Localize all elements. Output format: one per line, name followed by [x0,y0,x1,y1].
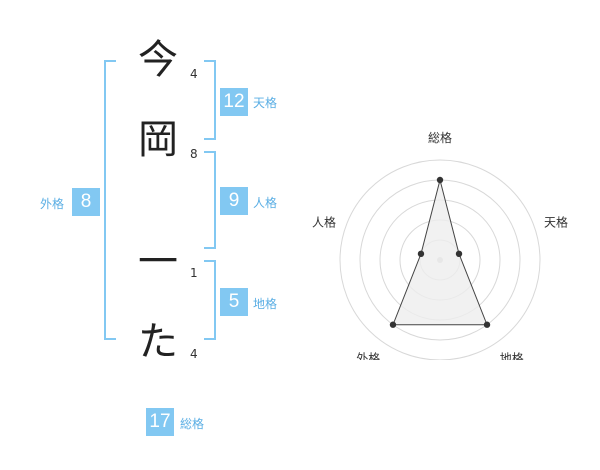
radar-series-polygon [392,179,488,326]
radar-point-5 [417,250,425,258]
radar-axis-label-4: 外格 [356,351,380,360]
tenkaku-value: 12 [220,88,248,116]
chikaku-label: 地格 [253,297,278,311]
jinkaku-label: 人格 [253,196,278,210]
soukaku-label: 総格 [180,417,205,431]
name-char-3: 一 [138,239,178,285]
radar-ring-5 [339,159,541,360]
chikaku-value: 5 [220,288,248,316]
name-char-2: 岡 [138,117,178,163]
radar-axis-label-5: 人格 [312,214,336,229]
soukaku-value: 17 [146,408,174,436]
name-char-1: 今 [138,37,178,83]
tenkaku-label: 天格 [253,96,278,110]
name-char-4: た [138,319,178,365]
radar-axis-label-3: 地格 [500,351,524,360]
chikaku-bracket [204,260,216,340]
radar-point-4 [389,321,397,328]
gaikaku-value: 8 [72,188,100,216]
stroke-count-2: 8 [190,147,198,161]
stroke-count-1: 4 [190,67,198,81]
gaikaku-bracket [104,60,116,340]
radar-axis-label-1: 総格 [428,130,452,145]
stroke-count-3: 1 [190,266,198,280]
radar-point-3 [483,321,491,328]
stroke-count-4: 4 [190,347,198,361]
tenkaku-bracket [204,60,216,140]
radar-axis-label-2: 天格 [544,214,568,229]
jinkaku-bracket [204,151,216,249]
radar-point-2 [455,250,463,258]
gaikaku-label: 外格 [40,197,65,211]
jinkaku-value: 9 [220,187,248,215]
radar-point-1 [436,176,444,184]
